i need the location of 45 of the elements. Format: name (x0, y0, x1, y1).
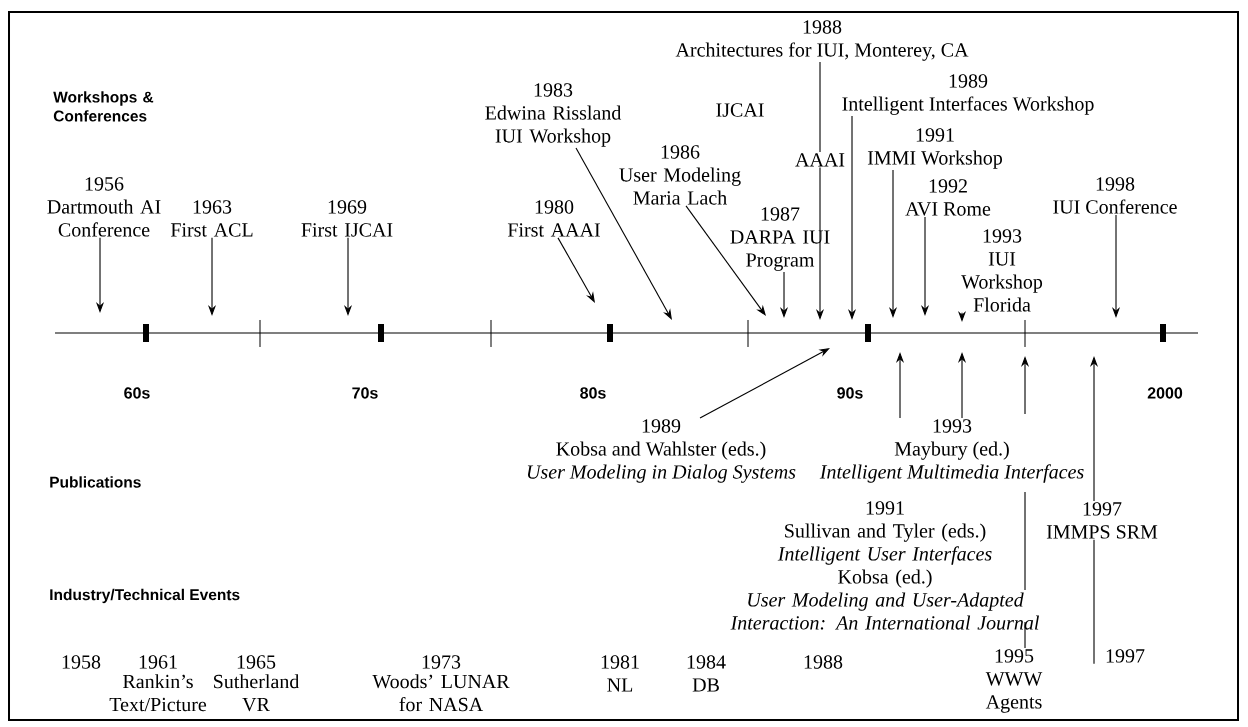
event-label: 1988 (804, 655, 843, 669)
decade-label: 2000 (1147, 387, 1183, 399)
event-label: 1969 First IJCAI (301, 200, 393, 237)
event-label: 1993 IUI Workshop Florida (961, 229, 1043, 312)
event-label: 1986 User Modeling Maria Lach (619, 145, 741, 205)
event-label: 1958 (62, 655, 101, 669)
event-label: 1961 (139, 655, 177, 669)
event-label: Rankin’s Text/Picture (109, 674, 207, 712)
event-label: 1992 AVI Rome (905, 179, 991, 216)
event-label: 1988 Architectures for IUI, Monterey, CA (675, 20, 969, 61)
section-heading: Industry/Technical Events (50, 588, 240, 604)
event-label: 1995 WWW Agents (985, 649, 1043, 713)
arrow (685, 205, 766, 316)
event-label: 1981 (601, 655, 639, 669)
event-label: 1987 DARPA IUI Program (730, 207, 830, 271)
event-label: 1965 (237, 655, 276, 669)
section-heading: Workshops & Conferences (53, 91, 154, 122)
event-label: 1989 Kobsa and Wahlster (eds.) User Modeling in Dialog Systems (527, 419, 796, 483)
event-label: 1980 First AAAI (507, 200, 600, 237)
event-label: 1963 First ACL (170, 200, 253, 237)
event-label: 1991 Sullivan and Tyler (eds.) Intelligent User Interfaces Kobsa (ed.) User Modeling and User-Adapted Interaction: An International Journal (730, 501, 1039, 630)
event-label: 1997 (1106, 649, 1145, 663)
decade-label: 90s (837, 387, 863, 399)
decade-label: 70s (352, 387, 378, 399)
arrow (557, 237, 595, 303)
decade-label: 80s (580, 387, 606, 399)
event-label: 1983 Edwina Rissland IUI Workshop (485, 83, 622, 147)
arrow (575, 147, 672, 320)
event-label: 1956 Dartmouth AI Conference (47, 177, 161, 237)
section-heading: Publications (50, 476, 141, 488)
event-label: AAAI (795, 153, 845, 167)
event-label: Woods’ LUNAR for NASA (372, 674, 510, 712)
event-label: 1997 IMMPS SRM (1046, 502, 1158, 539)
event-label: NL (607, 678, 633, 692)
event-label: IJCAI (716, 103, 764, 117)
decade-label: 60s (124, 387, 150, 399)
event-label: 1993 Maybury (ed.) Intelligent Multimedia Interfaces (819, 419, 1084, 483)
event-label: 1973 (422, 655, 461, 669)
event-label: Sutherland VR (214, 674, 300, 712)
event-label: 1989 Intelligent Interfaces Workshop (842, 74, 1094, 115)
arrow (699, 348, 830, 419)
event-label: 1984 (687, 655, 726, 669)
event-label: 1998 IUI Conference (1053, 177, 1177, 214)
event-label: 1991 IMMI Workshop (867, 128, 1002, 169)
event-label: DB (692, 678, 719, 692)
